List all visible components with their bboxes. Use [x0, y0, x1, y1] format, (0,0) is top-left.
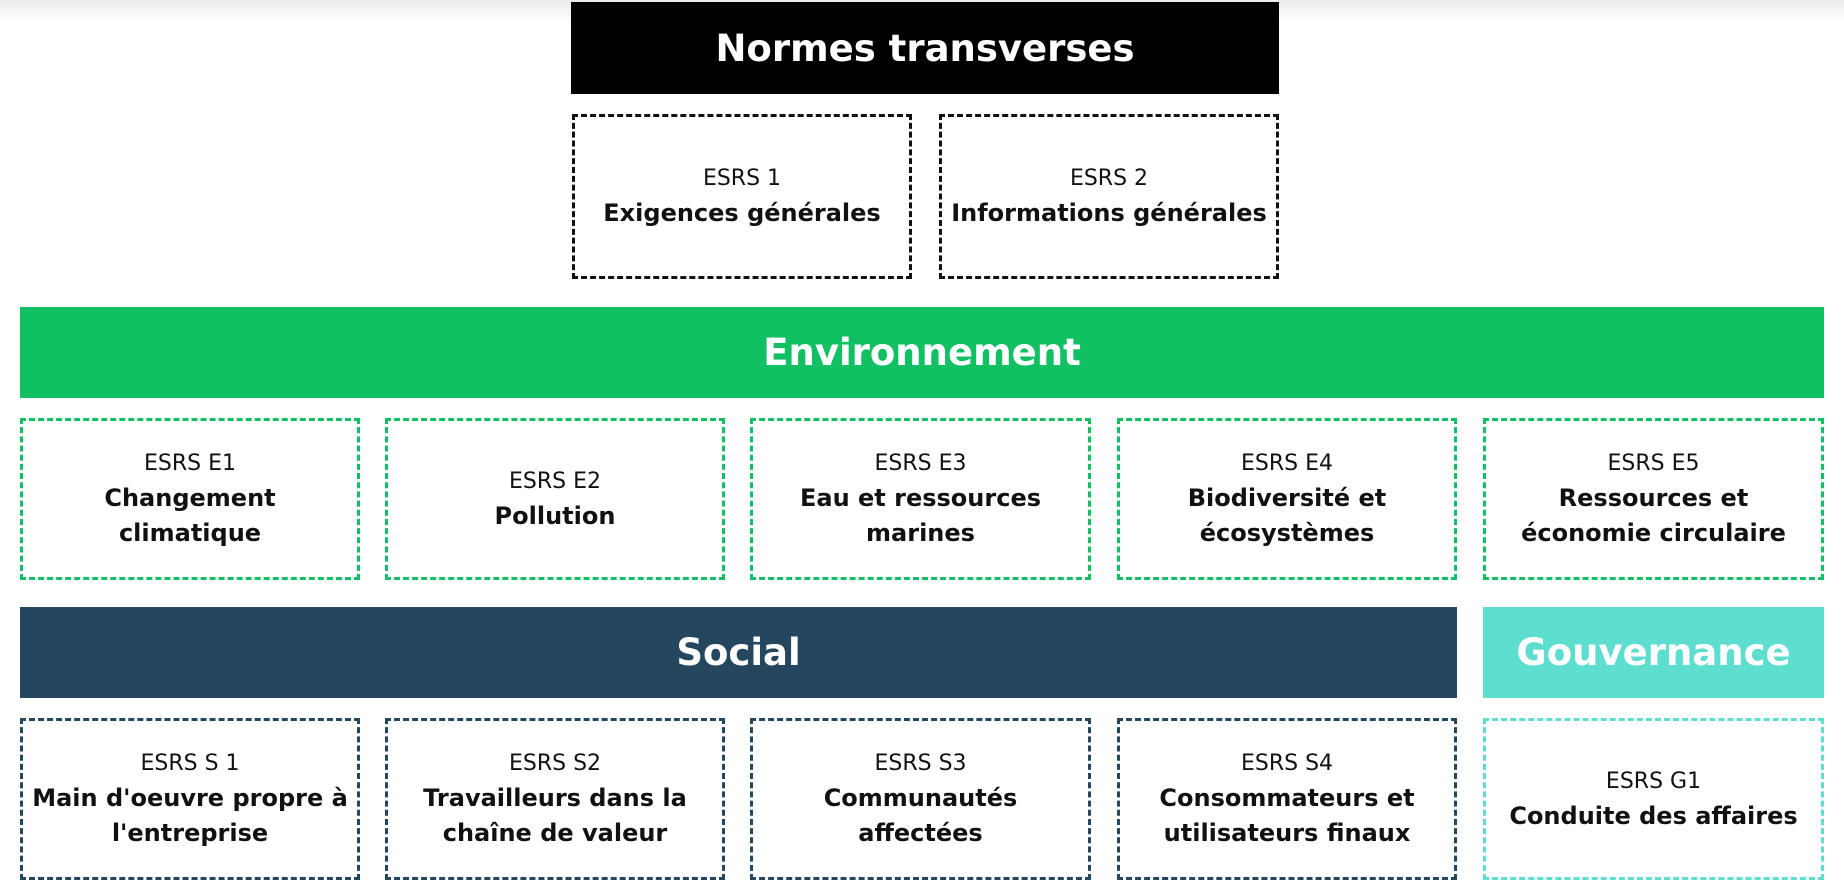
card-title: Biodiversité et écosystèmes [1187, 484, 1387, 547]
transverse-header: Normes transverses [571, 2, 1279, 94]
card-code: ESRS 2 [1069, 166, 1149, 191]
governance-header-label: Gouvernance [1516, 631, 1791, 674]
card-code: ESRS E2 [508, 468, 601, 494]
governance-header: Gouvernance [1483, 607, 1824, 698]
environment-header: Environnement [20, 307, 1824, 398]
card-esrs-2: ESRS 2 Informations générales [939, 114, 1279, 279]
card-esrs-1: ESRS 1 Exigences générales [572, 114, 912, 279]
card-title: Main d'oeuvre propre à l'entreprise [32, 784, 348, 847]
social-header-label: Social [676, 631, 801, 674]
card-title: Exigences générales [603, 199, 881, 227]
card-title: Eau et ressources marines [799, 484, 1042, 547]
card-code: ESRS S4 [1240, 751, 1334, 776]
card-title: Conduite des affaires [1509, 801, 1798, 830]
card-code: ESRS E5 [1607, 451, 1700, 476]
card-esrs-e3: ESRS E3 Eau et ressources marines [750, 418, 1091, 580]
card-title: Travailleurs dans la chaîne de valeur [423, 784, 687, 847]
card-esrs-e5: ESRS E5 Ressources et économie circulair… [1483, 418, 1824, 580]
environment-header-label: Environnement [763, 331, 1081, 374]
transverse-header-label: Normes transverses [715, 26, 1135, 70]
card-esrs-e4: ESRS E4 Biodiversité et écosystèmes [1117, 418, 1457, 580]
card-title: Ressources et économie circulaire [1521, 484, 1786, 547]
card-code: ESRS S 1 [140, 751, 240, 776]
card-code: ESRS E4 [1240, 451, 1333, 476]
card-esrs-e1: ESRS E1 Changement climatique [20, 418, 360, 580]
card-esrs-s4: ESRS S4 Consommateurs et utilisateurs fi… [1117, 718, 1457, 880]
card-code: ESRS E3 [874, 451, 967, 476]
card-title: Consommateurs et utilisateurs finaux [1159, 784, 1415, 847]
card-title: Changement climatique [104, 484, 276, 547]
card-esrs-s2: ESRS S2 Travailleurs dans la chaîne de v… [385, 718, 725, 880]
card-title: Communautés affectées [823, 784, 1018, 847]
card-esrs-s3: ESRS S3 Communautés affectées [750, 718, 1091, 880]
card-title: Pollution [494, 501, 616, 530]
card-esrs-e2: ESRS E2 Pollution [385, 418, 725, 580]
card-esrs-s1: ESRS S 1 Main d'oeuvre propre à l'entrep… [20, 718, 360, 880]
card-code: ESRS S2 [508, 751, 602, 776]
card-title: Informations générales [951, 199, 1267, 227]
card-code: ESRS G1 [1605, 768, 1702, 794]
card-esrs-g1: ESRS G1 Conduite des affaires [1483, 718, 1824, 880]
card-code: ESRS S3 [874, 751, 967, 776]
card-code: ESRS 1 [702, 166, 782, 191]
card-code: ESRS E1 [143, 451, 236, 476]
social-header: Social [20, 607, 1457, 698]
